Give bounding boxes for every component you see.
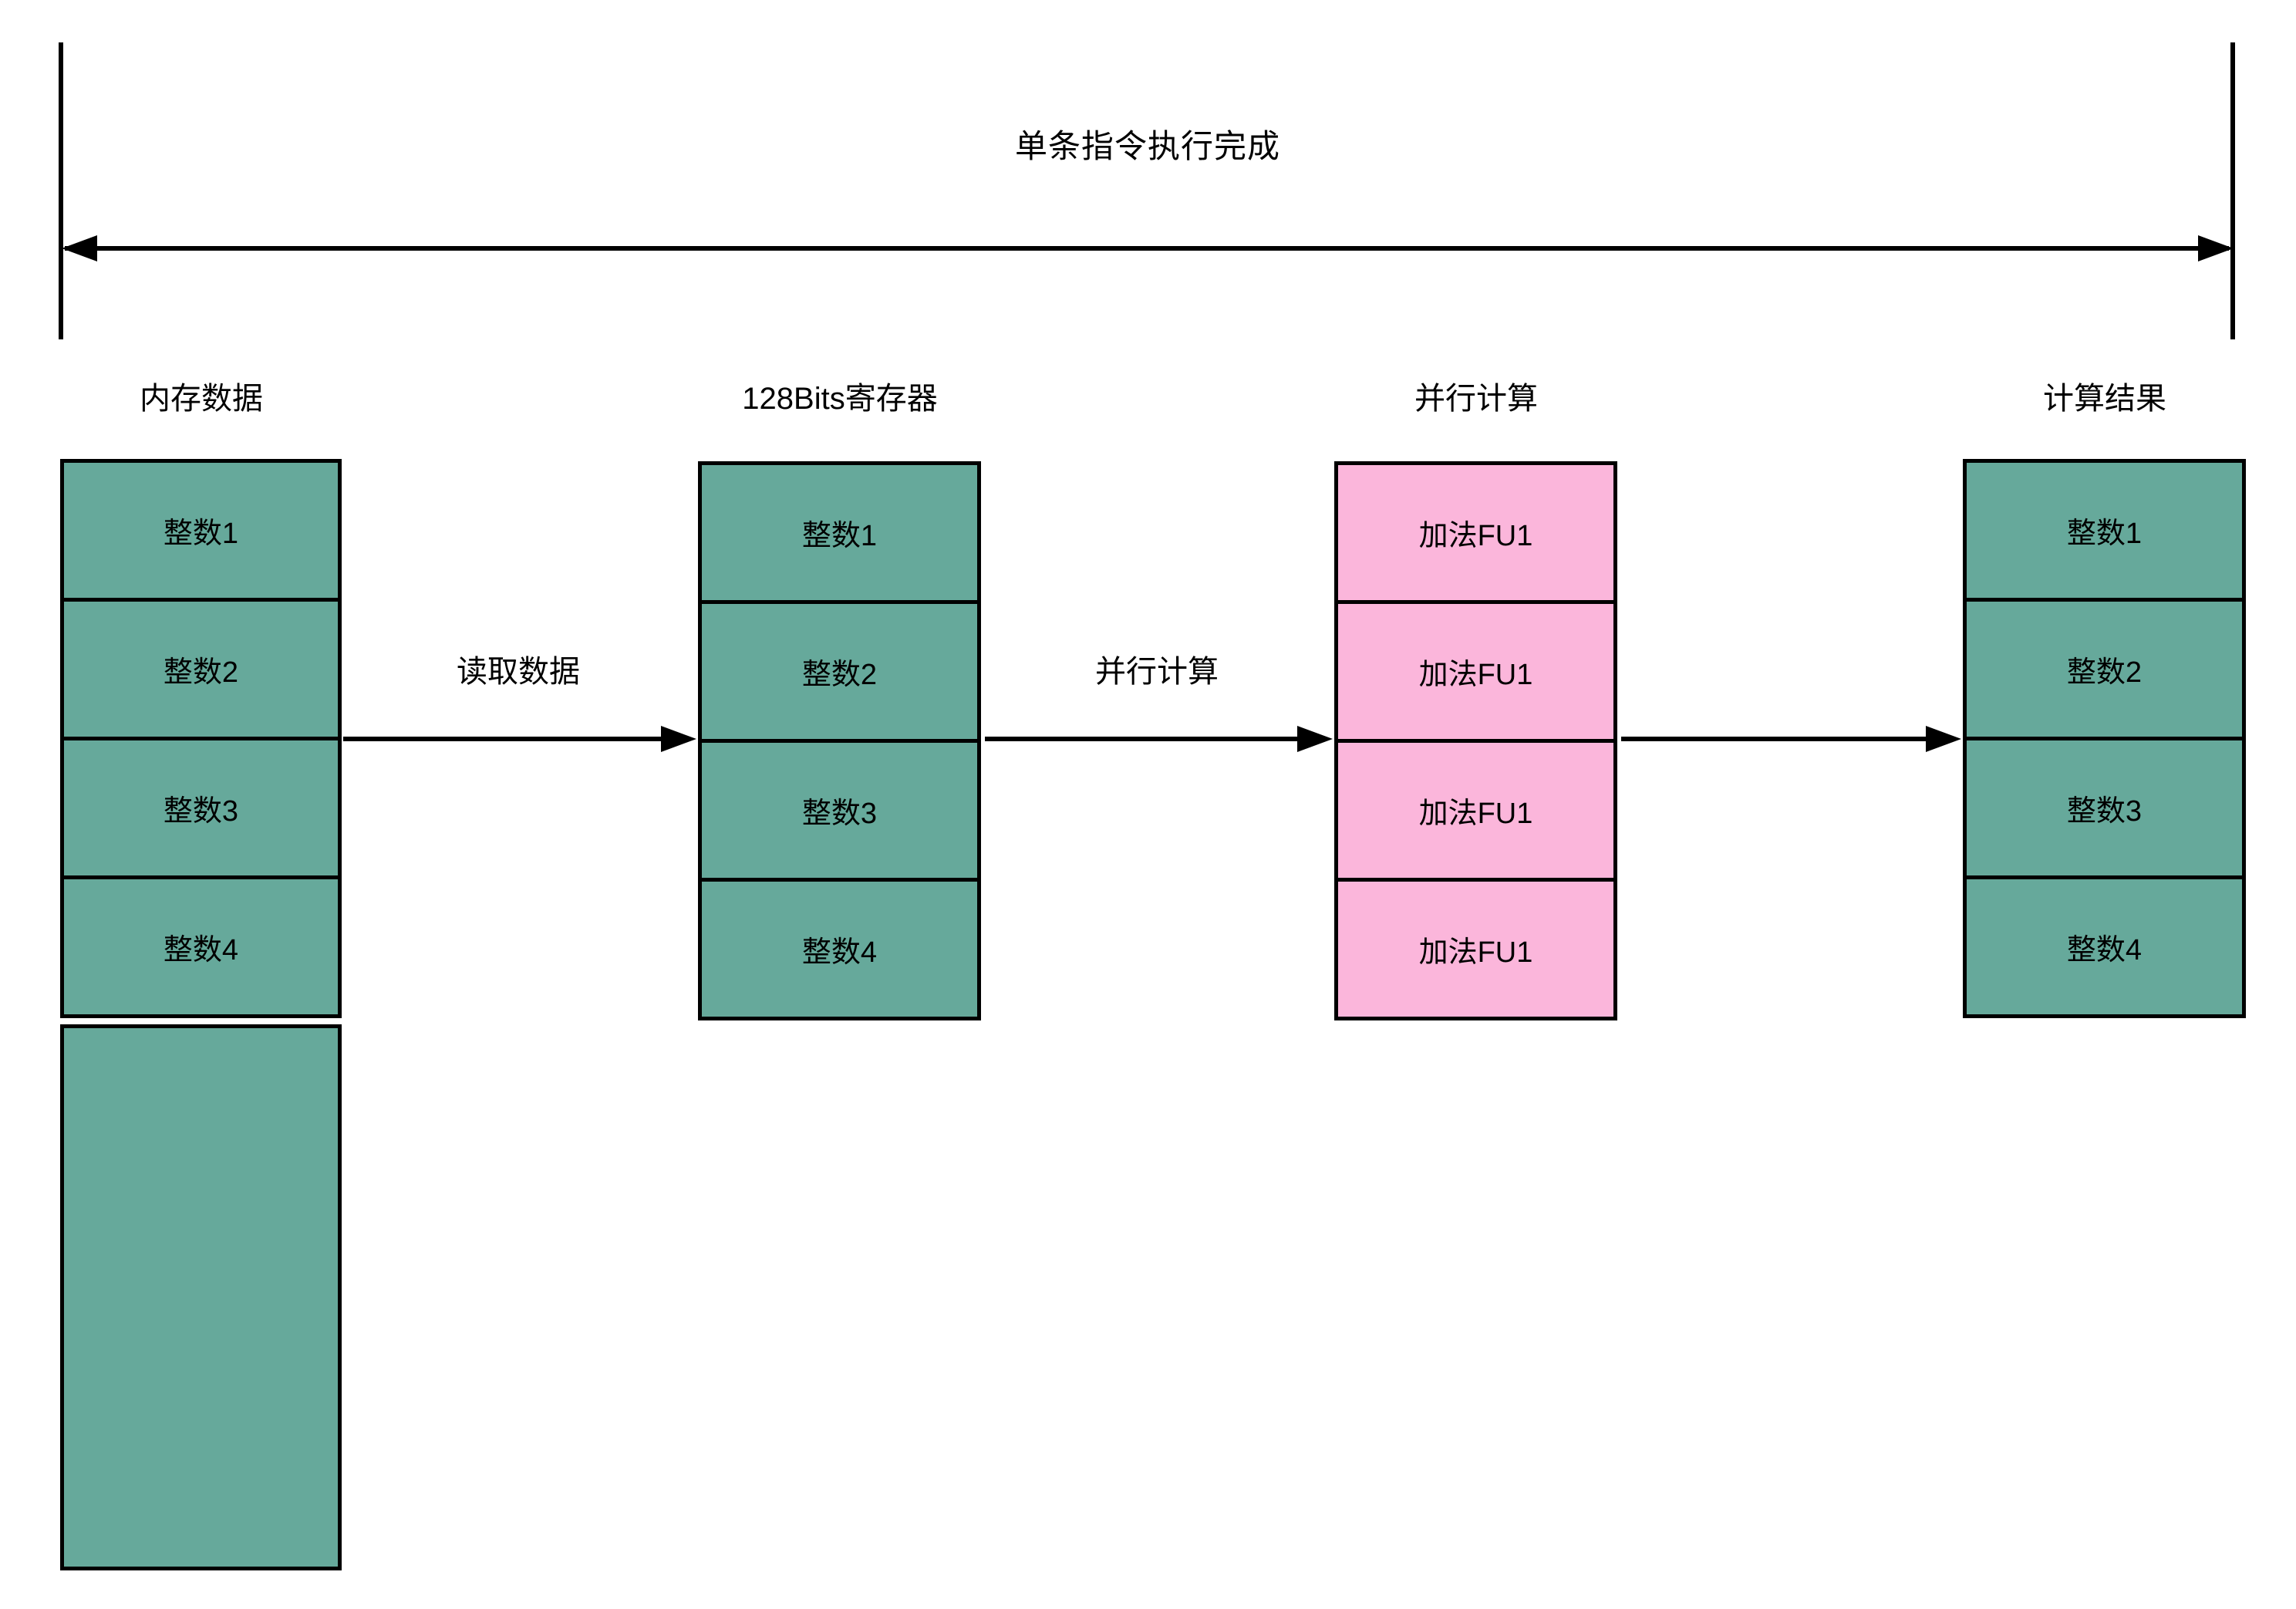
register-cell: 整数3 (702, 739, 977, 878)
result-column: 整数1 整数2 整数3 整数4 (1963, 459, 2246, 1018)
arrow-read-data-line (343, 737, 663, 741)
register-cell: 整数1 (801, 520, 878, 552)
header-parallel-compute: 并行计算 (1414, 382, 1538, 416)
arrowhead-right-icon (1297, 726, 1333, 752)
span-boundary-left-line (59, 42, 63, 339)
compute-fu-cell: 加法FU1 (1418, 520, 1533, 552)
header-128bits-register: 128Bits寄存器 (742, 382, 938, 416)
arrowhead-right-icon (2198, 235, 2234, 261)
compute-fu-cell: 加法FU1 (1338, 600, 1613, 739)
register-cell: 整数2 (702, 600, 977, 739)
memory-cell: 整数4 (64, 875, 338, 1014)
arrow-parallel-compute-line (985, 737, 1301, 741)
arrow-label-parallel-compute: 并行计算 (1095, 655, 1219, 689)
span-title: 单条指令执行完成 (1014, 128, 1280, 164)
compute-fu-cell: 加法FU1 (1338, 739, 1613, 878)
arrowhead-right-icon (1926, 726, 1961, 752)
register-cell: 整数4 (702, 878, 977, 1017)
arrowhead-left-icon (62, 235, 97, 261)
arrow-label-read-data: 读取数据 (457, 655, 580, 689)
header-compute-result: 计算结果 (2043, 382, 2166, 416)
result-cell: 整数2 (1967, 598, 2242, 737)
memory-cell: 整数1 (163, 518, 239, 550)
memory-cell: 整数3 (64, 737, 338, 875)
header-memory-data: 内存数据 (140, 382, 263, 416)
span-double-arrow-line (65, 246, 2229, 251)
arrowhead-right-icon (661, 726, 696, 752)
memory-extra-block (60, 1024, 342, 1570)
compute-fu-cell: 加法FU1 (1338, 878, 1613, 1017)
result-cell: 整数3 (1967, 737, 2242, 875)
register-column: 整数1 整数2 整数3 整数4 (698, 461, 981, 1020)
span-boundary-right-line (2230, 42, 2235, 339)
arrow-to-result-line (1621, 737, 1930, 741)
compute-column: 加法FU1 加法FU1 加法FU1 加法FU1 (1334, 461, 1617, 1020)
result-cell: 整数4 (1967, 875, 2242, 1014)
memory-cell: 整数2 (64, 598, 338, 737)
memory-column: 整数1 整数2 整数3 整数4 (60, 459, 342, 1018)
result-cell: 整数1 (2066, 518, 2143, 550)
